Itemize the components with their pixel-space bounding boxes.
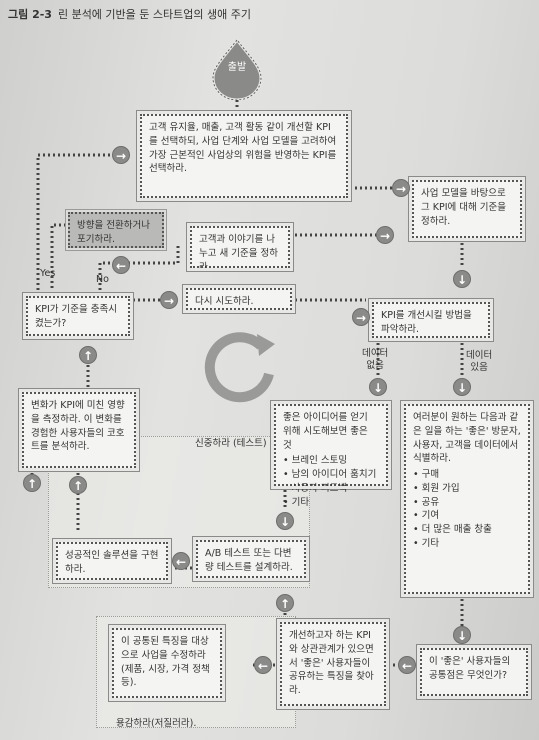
arrow-down-icon: ↓ <box>276 512 294 530</box>
arrow-up-icon: ↑ <box>69 476 87 494</box>
ideas-item: 남의 아이디어 훔치기 <box>283 468 379 482</box>
figure-number: 그림 2-3 <box>8 8 52 21</box>
choose-kpi-text: 고객 유지율, 매출, 고객 활동 같이 개선할 KPI를 선택하되, 사업 단… <box>149 122 337 175</box>
successful-solution-box: 성공적인 솔루션을 구현하라. <box>53 539 171 583</box>
pivot-box: 방향을 전환하거나 포기하라. <box>66 210 166 250</box>
arrow-right-icon: → <box>160 291 178 309</box>
arrow-left-icon: ← <box>398 656 416 674</box>
arrow-right-icon: → <box>392 179 410 197</box>
desired-item: 기여 <box>413 509 521 523</box>
common-traits-text: 이 '좋은' 사용자들의 공통점은 무엇인가? <box>429 656 511 681</box>
ab-test-box: A/B 테스트 또는 다변량 테스트를 설계하라. <box>193 537 309 581</box>
start-drop-icon <box>211 37 263 102</box>
measure-change-box: 변화가 KPI에 미친 영향을 측정하라. 이 변화를 경험한 사용자들의 코호… <box>19 389 139 471</box>
desired-item: 기타 <box>413 537 521 551</box>
check-kpi-box: KPI가 기준을 충족시켰는가? <box>23 293 133 339</box>
yes-label: Yes <box>40 268 56 279</box>
arrow-right-icon: → <box>352 308 370 326</box>
arrow-right-icon: → <box>376 226 394 244</box>
arrow-up-icon: ↑ <box>79 346 97 364</box>
arrow-right-icon: → <box>112 146 130 164</box>
arrow-down-icon: ↓ <box>369 378 387 396</box>
figure-caption: 그림 2-3 린 분석에 기반을 둔 스타트업의 생애 주기 <box>8 6 251 22</box>
arrow-down-icon: ↓ <box>453 626 471 644</box>
find-traits-box: 개선하고자 하는 KPI와 상관관계가 있으면서 '좋은' 사용자들이 공유하는… <box>277 619 389 709</box>
arrow-left-icon: ← <box>112 256 130 274</box>
successful-solution-text: 성공적인 솔루션을 구현하라. <box>65 550 159 575</box>
ab-test-text: A/B 테스트 또는 다변량 테스트를 설계하라. <box>205 548 293 573</box>
check-kpi-text: KPI가 기준을 충족시켰는가? <box>35 304 117 329</box>
adjust-business-text: 이 공통된 특징을 대상으로 사업을 수정하라(제품, 시장, 가격 정책 등)… <box>121 636 210 689</box>
ideas-item: 브레인 스토밍 <box>283 454 379 468</box>
set-standard-box: 사업 모델을 바탕으로 그 KPI에 대해 기준을 정하라. <box>409 177 525 241</box>
retry-box: 다시 시도하라. <box>183 285 295 313</box>
ideas-list: 브레인 스토밍 남의 아이디어 훔치기 사용자 피드백 기타 <box>283 454 379 509</box>
set-standard-text: 사업 모델을 바탕으로 그 KPI에 대해 기준을 정하라. <box>421 188 506 227</box>
desired-item: 구매 <box>413 468 521 482</box>
no-data-label: 데이터 없음 <box>362 348 389 372</box>
desired-item: 더 많은 매출 창출 <box>413 523 521 537</box>
desired-item: 공유 <box>413 496 521 510</box>
common-traits-box: 이 '좋은' 사용자들의 공통점은 무엇인가? <box>417 645 531 699</box>
desired-users-box: 여러분이 원하는 다음과 같은 일을 하는 '좋은' 방문자, 사용자, 고객을… <box>401 401 533 597</box>
arrow-up-icon: ↑ <box>23 474 41 492</box>
choose-kpi-box: 고객 유지율, 매출, 고객 활동 같이 개선할 KPI를 선택하되, 사업 단… <box>137 111 351 201</box>
ideas-box: 좋은 아이디어를 얻기 위해 시도해보면 좋은 것 브레인 스토밍 남의 아이디… <box>271 401 391 508</box>
start-marker: 출발 <box>211 37 263 102</box>
arrow-up-icon: ↑ <box>276 594 294 612</box>
ideas-item: 기타 <box>283 496 379 510</box>
arrow-left-icon: ← <box>172 552 190 570</box>
retry-text: 다시 시도하라. <box>195 296 254 307</box>
arrow-left-icon: ← <box>254 656 272 674</box>
desired-title: 여러분이 원하는 다음과 같은 일을 하는 '좋은' 방문자, 사용자, 고객을… <box>413 412 521 465</box>
pivot-text: 방향을 전환하거나 포기하라. <box>77 220 150 245</box>
start-label: 출발 <box>227 62 247 73</box>
arrow-down-icon: ↓ <box>453 270 471 288</box>
find-method-box: KPI를 개선시킬 방법을 파악하라. <box>369 299 493 341</box>
adjust-business-box: 이 공통된 특징을 대상으로 사업을 수정하라(제품, 시장, 가격 정책 등)… <box>109 625 225 701</box>
desired-item: 회원 가입 <box>413 482 521 496</box>
find-traits-text: 개선하고자 하는 KPI와 상관관계가 있으면서 '좋은' 사용자들이 공유하는… <box>289 630 374 697</box>
find-method-text: KPI를 개선시킬 방법을 파악하라. <box>381 310 472 335</box>
ideas-title: 좋은 아이디어를 얻기 위해 시도해보면 좋은 것 <box>283 412 368 451</box>
measure-change-text: 변화가 KPI에 미친 영향을 측정하라. 이 변화를 경험한 사용자들의 코호… <box>31 400 125 453</box>
cycle-arrow-icon <box>204 332 275 403</box>
ideas-item: 사용자 피드백 <box>283 482 379 496</box>
be-bold-label: 용감하라(저질러라). <box>116 718 197 729</box>
figure-title: 린 분석에 기반을 둔 스타트업의 생애 주기 <box>57 8 251 21</box>
be-careful-label: 신중하라 (테스트) <box>195 438 267 449</box>
desired-list: 구매 회원 가입 공유 기여 더 많은 매출 창출 기타 <box>413 468 521 551</box>
no-label: No <box>96 274 109 285</box>
arrow-down-icon: ↓ <box>453 378 471 396</box>
has-data-label: 데이터 있음 <box>466 350 493 374</box>
talk-customers-box: 고객과 이야기를 나누고 새 기준을 정하라. <box>187 223 293 273</box>
talk-customers-text: 고객과 이야기를 나누고 새 기준을 정하라. <box>199 234 278 273</box>
